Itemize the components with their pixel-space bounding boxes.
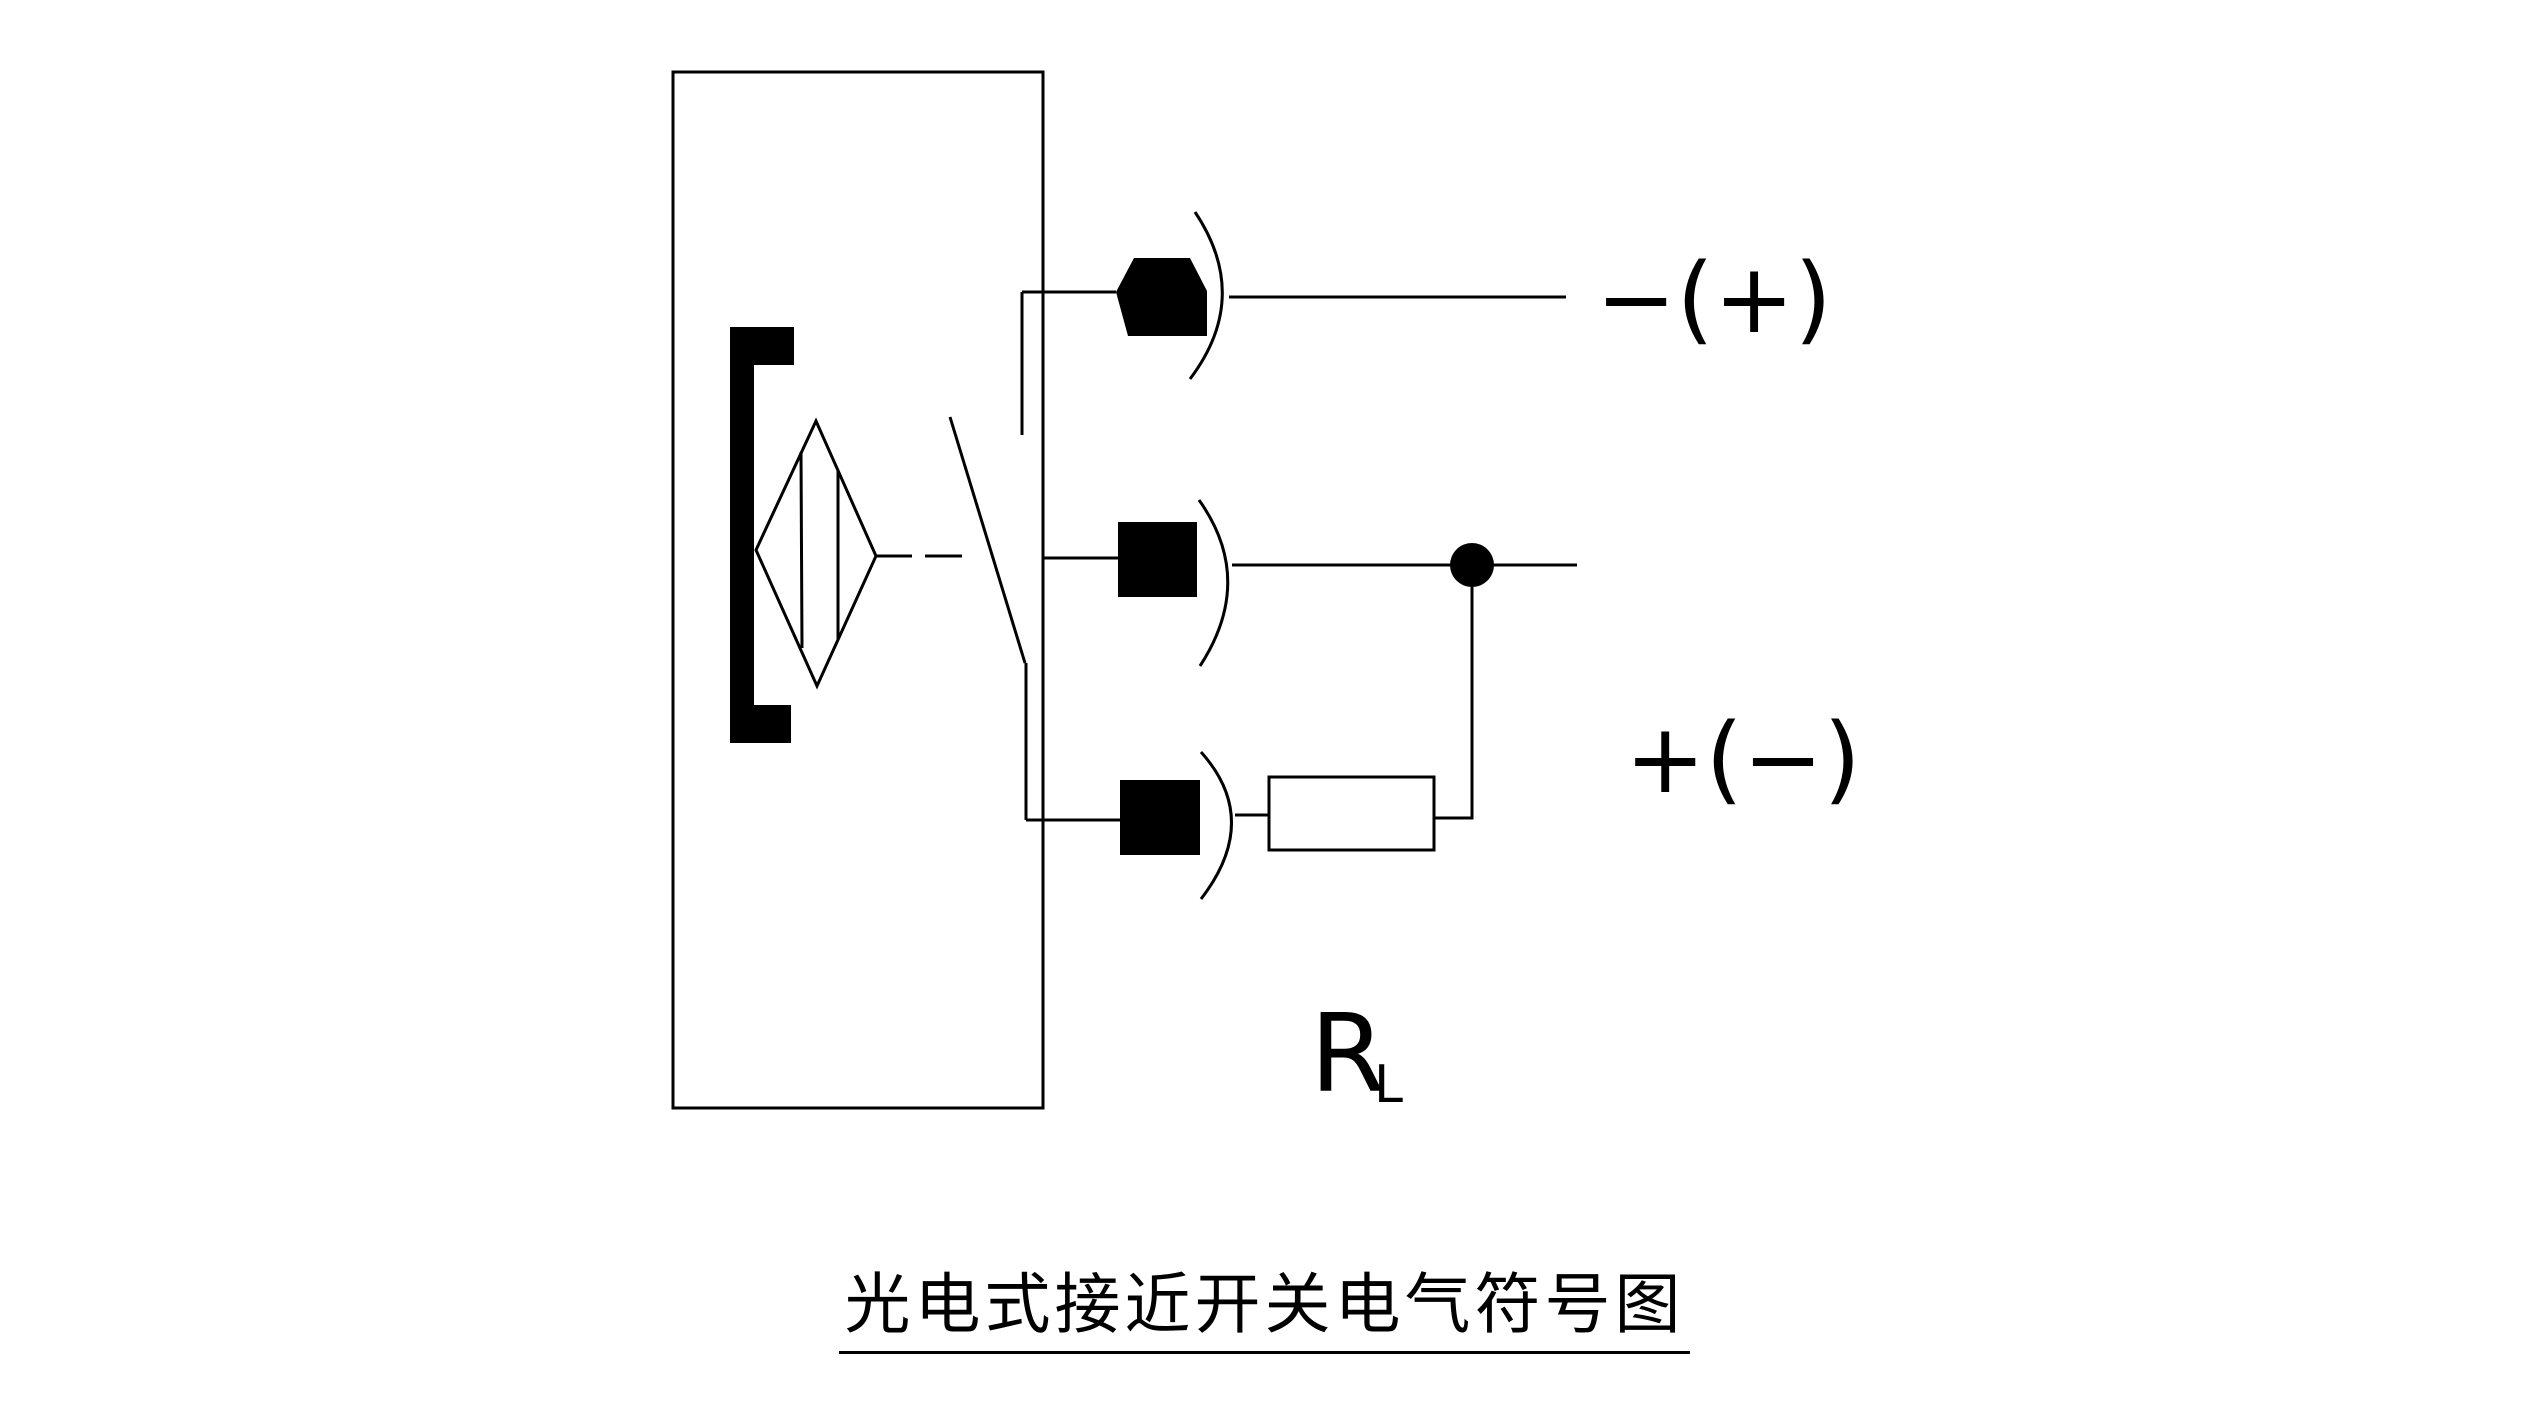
terminal-bottom-icon [1120,780,1200,855]
load-resistor-label: R [1310,992,1385,1117]
diagram-caption: 光电式接近开关电气符号图 [839,1266,1690,1354]
terminal-bottom-socket [1199,750,1233,900]
terminal-top-icon [1116,258,1207,336]
terminal-top-socket [1188,211,1224,380]
top-terminal-polarity-label: −(+) [1596,243,1832,355]
photo-sensor-diamond [754,417,878,690]
terminal-middle-icon [1118,522,1197,597]
switch-body [671,70,1045,1110]
sensing-bracket-icon [730,327,794,743]
wire-resistor-to-junction [1434,565,1474,820]
load-resistor [1267,775,1436,852]
terminal-middle-socket [1197,499,1230,667]
load-resistor-label-main: R [1310,992,1385,1117]
supply-polarity-label: +(−) [1625,703,1861,815]
load-resistor-label-subscript: L [1374,1055,1403,1115]
switch-blade [948,416,1027,664]
diamond-inner-line-left [799,451,804,649]
